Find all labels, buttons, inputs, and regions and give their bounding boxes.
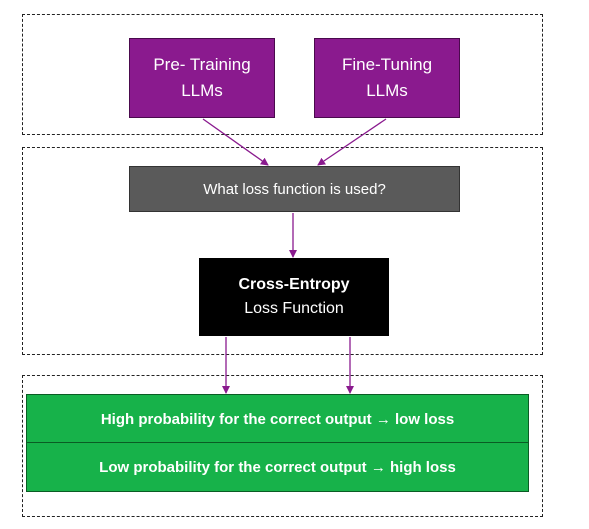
pretraining-label-line2: LLMs [181, 81, 223, 100]
pretraining-label-line1: Pre- Training [153, 55, 251, 74]
question-node: What loss function is used? [129, 166, 460, 212]
bottom-group-frame [22, 375, 543, 517]
crossentropy-node: Cross-Entropy Loss Function [199, 258, 389, 336]
top-group-frame [22, 14, 543, 135]
outcome-high-label: High probability for the correct output … [100, 410, 455, 428]
finetuning-node: Fine-Tuning LLMs [314, 38, 460, 118]
crossentropy-label-line2: Loss Function [244, 300, 344, 317]
crossentropy-label-line1: Cross-Entropy [238, 276, 350, 293]
outcome-high-probability: High probability for the correct output … [26, 394, 529, 444]
outcome-low-label: Low probability for the correct output →… [99, 458, 456, 476]
finetuning-label-line1: Fine-Tuning [341, 55, 433, 74]
finetuning-label-line2: LLMs [366, 81, 408, 100]
outcome-low-probability: Low probability for the correct output →… [26, 442, 529, 492]
pretraining-node: Pre- Training LLMs [129, 38, 275, 118]
middle-group-frame [22, 147, 543, 355]
question-label: What loss function is used? [203, 180, 386, 198]
